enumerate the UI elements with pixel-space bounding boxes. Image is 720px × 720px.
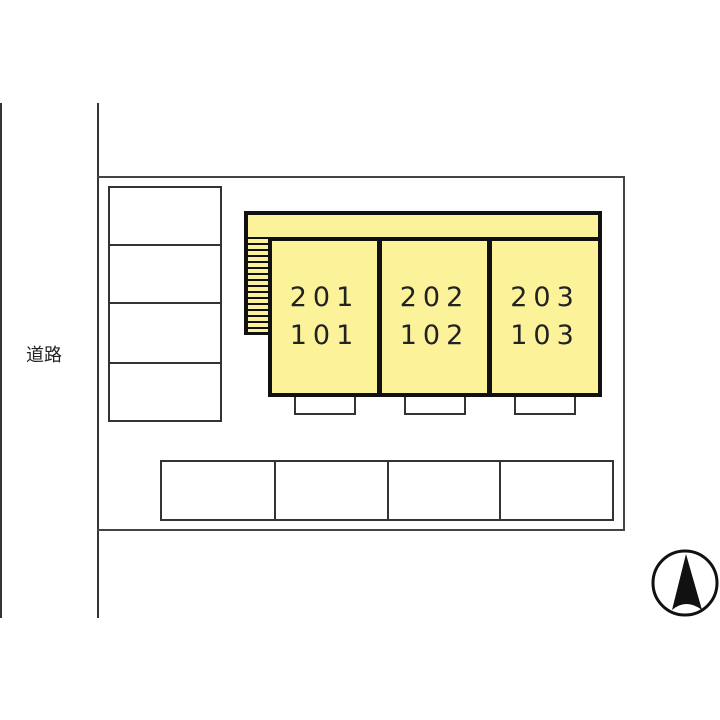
parking-space — [108, 302, 222, 364]
unit-1: 201 101 — [268, 237, 381, 397]
unit-lower-number: 103 — [510, 320, 580, 351]
parking-space — [160, 460, 276, 521]
lot-boundary — [97, 176, 625, 531]
porch — [404, 397, 466, 415]
unit-upper-number: 203 — [510, 282, 580, 313]
parking-space — [387, 460, 501, 521]
parking-space — [499, 460, 614, 521]
unit-2: 202 102 — [378, 237, 491, 397]
parking-space — [108, 362, 222, 422]
porch — [294, 397, 356, 415]
parking-left-column — [108, 186, 222, 422]
porch — [514, 397, 576, 415]
road-edge-right — [97, 103, 99, 618]
parking-space — [274, 460, 389, 521]
parking-bottom-row — [160, 460, 614, 521]
unit-lower-number: 101 — [289, 320, 360, 351]
unit-lower-number: 102 — [399, 320, 470, 351]
road-edge-left — [0, 103, 2, 618]
unit-upper-number: 201 — [289, 282, 360, 313]
building-corridor — [244, 211, 602, 241]
unit-upper-number: 202 — [399, 282, 470, 313]
unit-3: 203 103 — [488, 237, 602, 397]
parking-space — [108, 186, 222, 246]
parking-space — [108, 244, 222, 304]
stairs — [244, 237, 270, 335]
road-label: 道路 — [26, 345, 62, 366]
north-arrow-icon — [650, 548, 720, 618]
